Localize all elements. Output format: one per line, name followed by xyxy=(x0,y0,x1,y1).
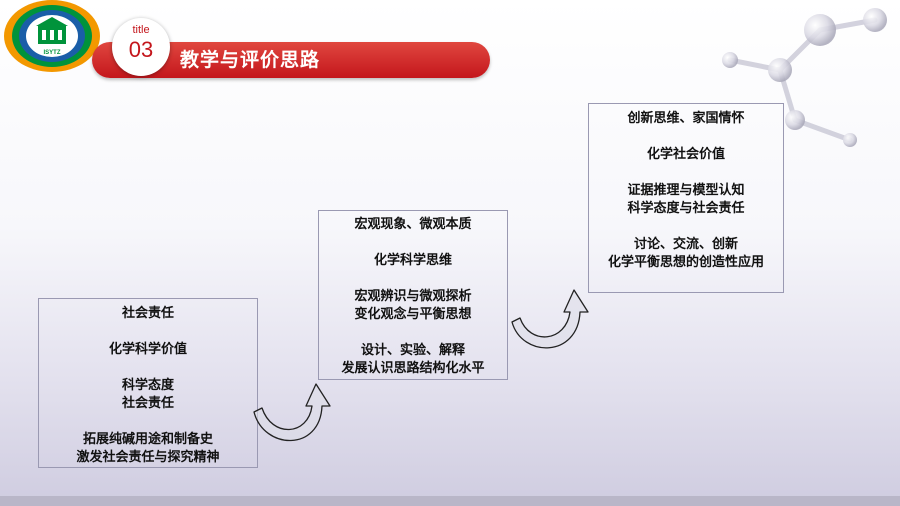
content-box-3: 创新思维、家国情怀 化学社会价值 证据推理与模型认知 科学态度与社会责任 讨论、… xyxy=(588,103,784,293)
box-line: 化学社会价值 xyxy=(646,147,725,162)
section-label: title xyxy=(132,24,150,36)
box-line: 化学科学价值 xyxy=(108,342,187,357)
page-title: 教学与评价思路 xyxy=(180,49,321,71)
logo-text: ISYTZ xyxy=(43,50,60,56)
box-line: 讨论、交流、创新 xyxy=(633,237,738,252)
curved-arrow-icon xyxy=(253,383,331,442)
bottom-band xyxy=(0,496,900,506)
box-line: 证据推理与模型认知 xyxy=(627,183,745,198)
box-line: 拓展纯碱用途和制备史 xyxy=(82,432,213,447)
box-line: 社会责任 xyxy=(121,396,174,411)
box-line: 激发社会责任与探究精神 xyxy=(76,450,220,465)
box-line: 变化观念与平衡思想 xyxy=(354,307,472,322)
box-line: 社会责任 xyxy=(121,306,174,321)
box-line: 发展认识思路结构化水平 xyxy=(341,361,485,376)
section-number-badge xyxy=(112,18,170,76)
box-line: 创新思维、家国情怀 xyxy=(627,111,745,126)
box-line: 宏观辨识与微观探析 xyxy=(354,289,472,304)
box-line: 化学平衡思想的创造性应用 xyxy=(607,255,764,270)
box-line: 化学科学思维 xyxy=(373,253,452,268)
box-line: 科学态度 xyxy=(121,378,174,393)
box-line: 科学态度与社会责任 xyxy=(627,201,745,216)
content-box-2: 宏观现象、微观本质 化学科学思维 宏观辨识与微观探析 变化观念与平衡思想 设计、… xyxy=(318,210,508,380)
content-box-1: 社会责任 化学科学价值 科学态度 社会责任 拓展纯碱用途和制备史 激发社会责任与… xyxy=(38,298,258,468)
school-logo-icon: ISYTZ xyxy=(4,0,100,72)
curved-arrow-icon xyxy=(511,289,589,349)
box-line: 宏观现象、微观本质 xyxy=(354,217,472,232)
section-number: 03 xyxy=(128,37,154,62)
molecule-decoration-icon xyxy=(722,8,887,147)
box-line: 设计、实验、解释 xyxy=(360,343,465,358)
